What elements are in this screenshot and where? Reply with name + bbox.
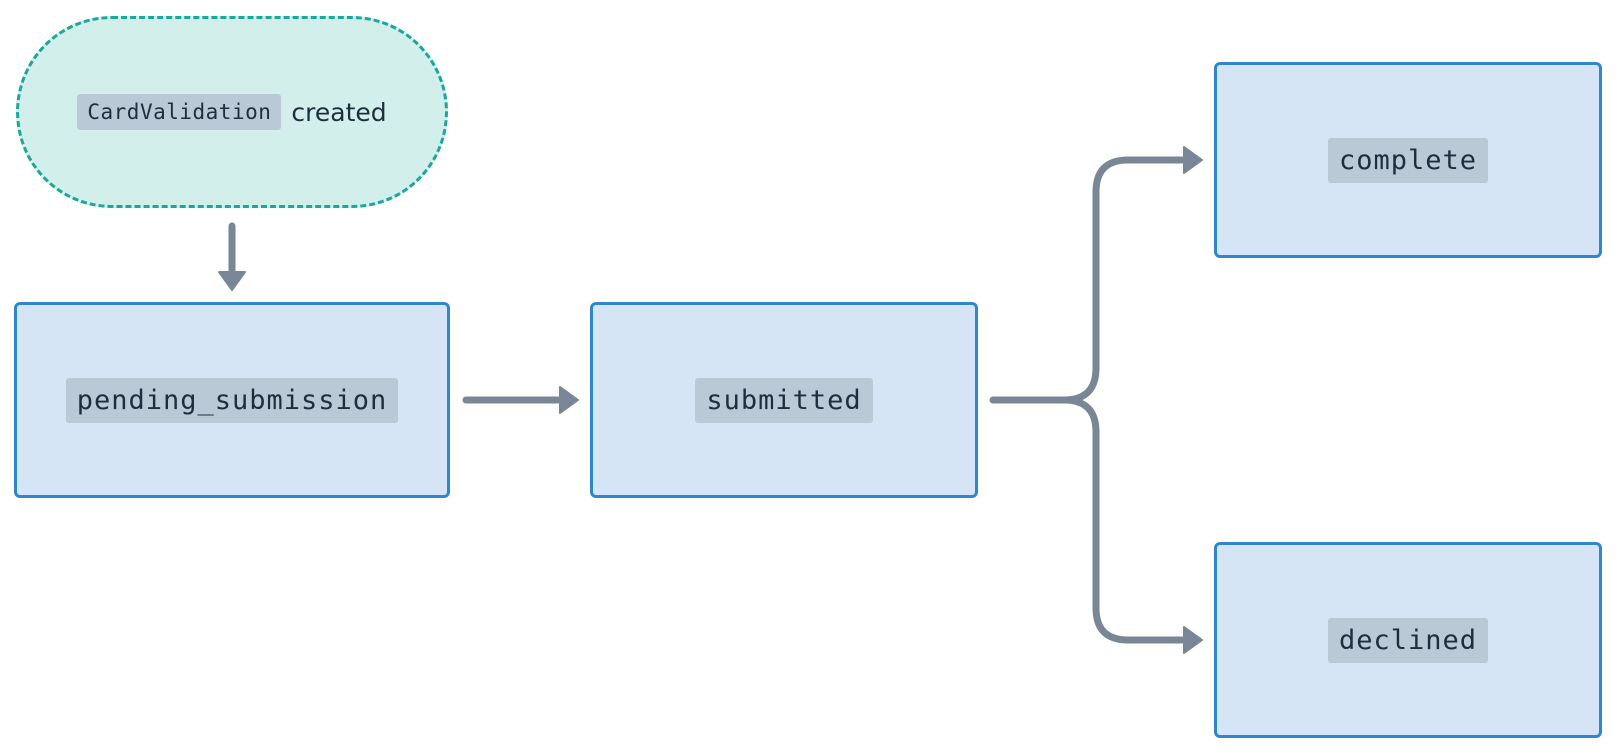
start-event-label: created: [291, 97, 387, 127]
arrowhead-right-icon: [559, 386, 579, 414]
edge-submitted-to-complete: [989, 156, 1186, 404]
state-label-declined: declined: [1327, 617, 1489, 663]
state-declined: declined: [1214, 542, 1602, 738]
arrowhead-right-icon: [1183, 626, 1203, 654]
arrowhead-right-icon: [1183, 146, 1203, 174]
start-node: CardValidation created: [16, 16, 448, 208]
state-label-complete: complete: [1327, 137, 1489, 183]
state-pending-submission: pending_submission: [14, 302, 450, 498]
state-complete: complete: [1214, 62, 1602, 258]
state-label-submitted: submitted: [695, 377, 873, 423]
state-label-pending-submission: pending_submission: [65, 377, 399, 423]
state-submitted: submitted: [590, 302, 978, 498]
arrowhead-down-icon: [218, 271, 246, 291]
edge-submitted-to-declined: [1060, 396, 1186, 644]
start-entity-label: CardValidation: [77, 94, 282, 130]
